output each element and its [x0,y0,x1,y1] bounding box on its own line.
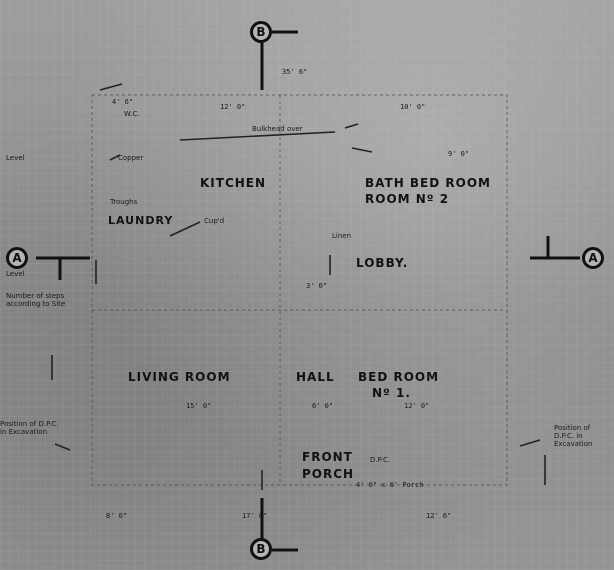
section-marker-label: B [256,25,266,39]
dim-living-width: 15' 0" [186,402,212,410]
room-bath-bed-line1: BATH BED ROOM [365,176,491,190]
dim-bottom-left: 8' 0" [106,512,128,520]
room-laundry: LAUNDRY [108,214,174,227]
leader-line [519,439,541,447]
leader-line [344,123,359,129]
note-level-2: Level [6,270,25,278]
room-bed-2-line2: ROOM Nº 2 [365,192,450,206]
room-porch: PORCH [302,467,355,481]
dim-wc-width: 4' 6" [112,98,134,106]
note-steps: Number of steps according to Site [6,292,66,308]
leader-line [351,147,373,153]
dim-lobby-width: 3' 0" [306,282,328,290]
room-kitchen: KITCHEN [200,176,267,190]
room-lobby: LOBBY. [356,256,409,270]
note-linen: Linen [332,232,352,240]
note-excavation-left: Position of D.P.C. in Excavation [0,420,59,436]
dim-hall-width: 6' 0" [312,402,334,410]
section-marker-b-bottom: B [250,538,272,560]
dim-bed2-width: 9' 0" [448,150,470,158]
note-troughs: Troughs [110,198,138,206]
leader-line [109,154,121,161]
section-marker-a-left: A [6,247,28,269]
section-marker-b-top: B [250,21,272,43]
note-bulkhead: Bulkhead over [252,125,303,133]
note-cupd: Cup'd [204,217,225,225]
dim-bottom-right: 12' 6" [426,512,452,520]
room-front: FRONT [302,450,353,464]
note-excavation-right: Position of D.P.C. in Excavation [554,424,593,448]
section-marker-label: A [12,251,22,265]
note-wc: W.C. [124,110,140,118]
note-level: Level [6,154,25,162]
section-marker-a-right: A [582,247,604,269]
outer-wall-outline [91,94,508,486]
section-marker-label: A [588,251,598,265]
dim-bed1-width: 12' 0" [404,402,430,410]
dim-bath-width: 10' 0" [400,103,426,111]
room-living: LIVING ROOM [128,370,231,384]
room-bed-1-line2: Nº 1. [372,386,411,400]
room-bed-1-line1: BED ROOM [358,370,440,384]
room-hall: HALL [296,370,335,384]
note-dpc: D.P.C. [370,456,391,464]
leader-line [54,443,71,451]
leader-line [169,221,201,237]
bulkhead-line [179,131,336,141]
dim-porch: 4' 0" x 6' Porch [356,481,424,489]
dim-kitchen-width: 12' 0" [220,103,246,111]
leader-line [99,83,123,91]
note-copper: Copper [118,154,144,162]
dim-bottom-mid: 17' 0" [242,512,268,520]
dim-overall-top: 35' 6" [282,68,308,76]
section-marker-label: B [256,542,266,556]
